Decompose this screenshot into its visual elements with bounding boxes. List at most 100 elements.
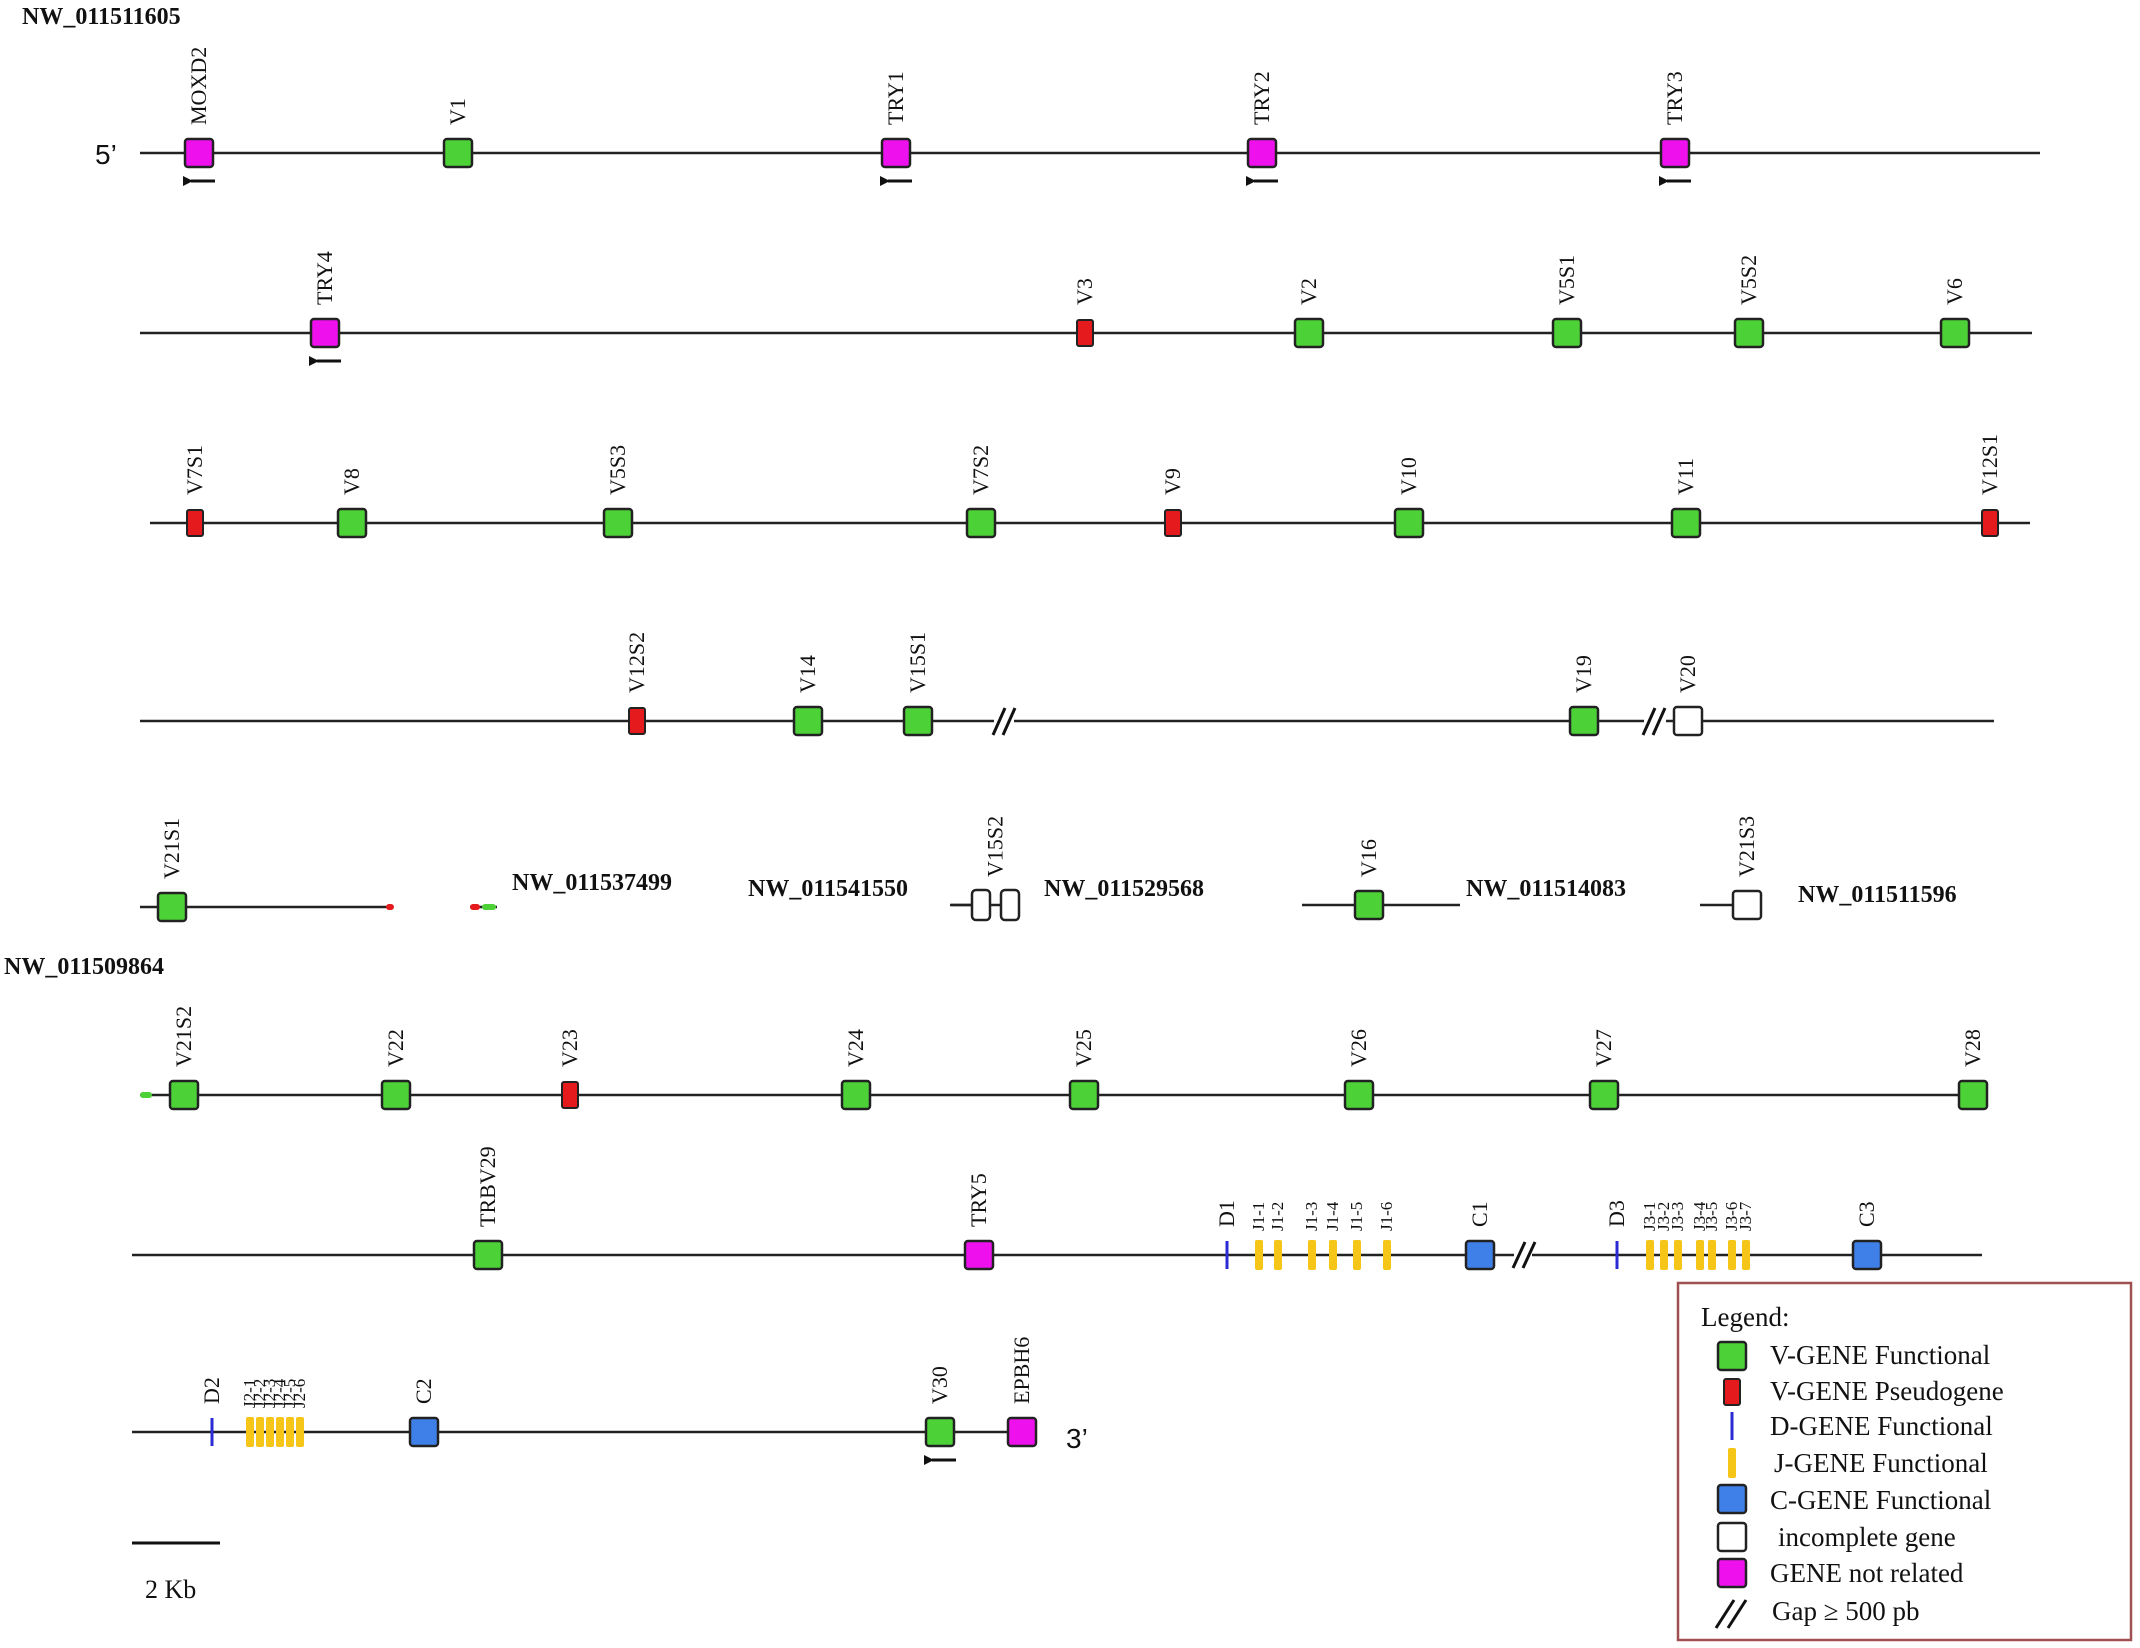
gene-v20: V20	[1672, 655, 1704, 737]
legend-swatch-incomplete	[1716, 1521, 1748, 1553]
j-functional-glyph	[1353, 1240, 1361, 1270]
contig-end-ticks	[140, 904, 496, 1098]
j-functional-glyph	[266, 1417, 274, 1447]
gene-j3-6: J3-6	[1722, 1202, 1741, 1270]
gene-label: V20	[1675, 655, 1700, 693]
j-functional-glyph	[296, 1417, 304, 1447]
end-tick-green-1	[482, 904, 496, 910]
legend-swatch-c-functional	[1716, 1483, 1748, 1515]
not-related-glyph	[963, 1239, 995, 1271]
j-functional-glyph	[246, 1417, 254, 1447]
gene-label: TRY5	[966, 1173, 991, 1227]
j-functional-glyph	[1728, 1240, 1736, 1270]
gene-j3-1: J3-1	[1640, 1202, 1659, 1270]
gene-label: V16	[1356, 839, 1381, 877]
gene-label: V24	[843, 1029, 868, 1067]
gap-mark-row4-d	[1651, 707, 1667, 736]
gene-j3-7: J3-7	[1736, 1201, 1755, 1270]
gene-v21s2: V21S2	[168, 1006, 200, 1111]
gene-v5s1: V5S1	[1551, 255, 1583, 349]
v-functional-glyph	[156, 891, 188, 923]
gene-label: V23	[557, 1029, 582, 1067]
gene-try5: TRY5	[963, 1173, 995, 1271]
gene-label: V22	[383, 1029, 408, 1067]
gene-v2: V2	[1293, 278, 1325, 349]
gene-label: V14	[795, 655, 820, 693]
v-functional-glyph	[1733, 317, 1765, 349]
gene-label: V21S1	[159, 818, 184, 879]
gene-v8: V8	[336, 468, 368, 539]
v-functional-glyph	[1551, 317, 1583, 349]
gene-v12s1: V12S1	[1977, 434, 2002, 537]
legend-text-c-functional: C-GENE Functional	[1770, 1485, 1991, 1515]
not-related-glyph	[183, 137, 215, 169]
legend-text-incomplete: incomplete gene	[1778, 1522, 1956, 1552]
v-functional-glyph	[792, 705, 824, 737]
gene-label: D3	[1604, 1200, 1629, 1227]
not-related-glyph	[1659, 137, 1691, 169]
j-functional-glyph	[276, 1417, 284, 1447]
legend-swatch-v-functional	[1716, 1340, 1748, 1372]
gene-label: J3-3	[1668, 1202, 1687, 1231]
legend-title: Legend:	[1701, 1302, 1789, 1332]
gene-label: J1-1	[1249, 1202, 1268, 1231]
gene-label: C1	[1467, 1201, 1492, 1227]
contig-label-top: NW_011511605	[22, 4, 181, 30]
contig-label-c3: NW_011529568	[1044, 876, 1204, 902]
v-functional-glyph	[442, 137, 474, 169]
gene-label: J2-2	[250, 1379, 269, 1408]
v-functional-glyph	[380, 1079, 412, 1111]
v-functional-glyph	[1588, 1079, 1620, 1111]
gene-v12s2: V12S2	[624, 632, 649, 735]
legend-swatch-d-functional	[1730, 1412, 1734, 1440]
v-pseudogene-glyph	[1164, 509, 1182, 537]
gene-j1-6: J1-6	[1377, 1202, 1396, 1270]
gene-d3: D3	[1604, 1200, 1629, 1269]
gene-label: D1	[1214, 1200, 1239, 1227]
gene-j2-4: J2-4	[270, 1378, 289, 1447]
legend-swatch-not-related	[1716, 1557, 1748, 1589]
contig-label-bottom: NW_011509864	[4, 954, 164, 980]
gene-v11: V11	[1670, 458, 1702, 539]
incomplete-glyph	[1672, 705, 1704, 737]
gene-v22: V22	[380, 1029, 412, 1111]
gene-label: J1-6	[1377, 1202, 1396, 1231]
gene-j2-6: J2-6	[290, 1379, 309, 1447]
v-functional-glyph	[902, 705, 934, 737]
legend-gap-icon	[1714, 1599, 1736, 1629]
gene-j1-5: J1-5	[1347, 1202, 1366, 1270]
gap-mark-row4-c	[1641, 707, 1657, 736]
gap-mark-row4-a	[991, 707, 1007, 736]
gap-mark-row7-a	[1511, 1241, 1527, 1269]
c-functional-glyph	[1851, 1239, 1883, 1271]
gene-label: V7S2	[968, 445, 993, 495]
v-pseudogene-glyph	[561, 1081, 579, 1109]
gene-label: V27	[1591, 1029, 1616, 1067]
gene-v26: V26	[1343, 1029, 1375, 1111]
v-functional-glyph	[1068, 1079, 1100, 1111]
gene-j3-3: J3-3	[1668, 1202, 1687, 1270]
end-tick-red-2	[470, 904, 480, 910]
gene-j2-2: J2-2	[250, 1379, 269, 1447]
contig-label-c2: NW_011541550	[748, 876, 908, 902]
gene-label: V2	[1296, 278, 1321, 305]
gene-v19: V19	[1568, 655, 1600, 737]
incomplete-gene-part	[970, 888, 992, 922]
j-functional-glyph	[1660, 1240, 1668, 1270]
v-functional-glyph	[1670, 507, 1702, 539]
gene-label: V15S1	[905, 632, 930, 693]
five-prime-label: 5’	[95, 139, 117, 170]
v-functional-glyph	[965, 507, 997, 539]
v-functional-glyph	[1293, 317, 1325, 349]
d-functional-glyph	[1615, 1241, 1619, 1269]
c-functional-glyph	[1464, 1239, 1496, 1271]
gene-label: V30	[927, 1366, 952, 1404]
gene-j1-3: J1-3	[1302, 1202, 1321, 1270]
gene-v5s2: V5S2	[1733, 255, 1765, 349]
gene-v15s1: V15S1	[902, 632, 934, 737]
gap-mark-row7-b	[1521, 1241, 1537, 1269]
v-functional-glyph	[1343, 1079, 1375, 1111]
gene-label: J2-5	[280, 1379, 299, 1408]
